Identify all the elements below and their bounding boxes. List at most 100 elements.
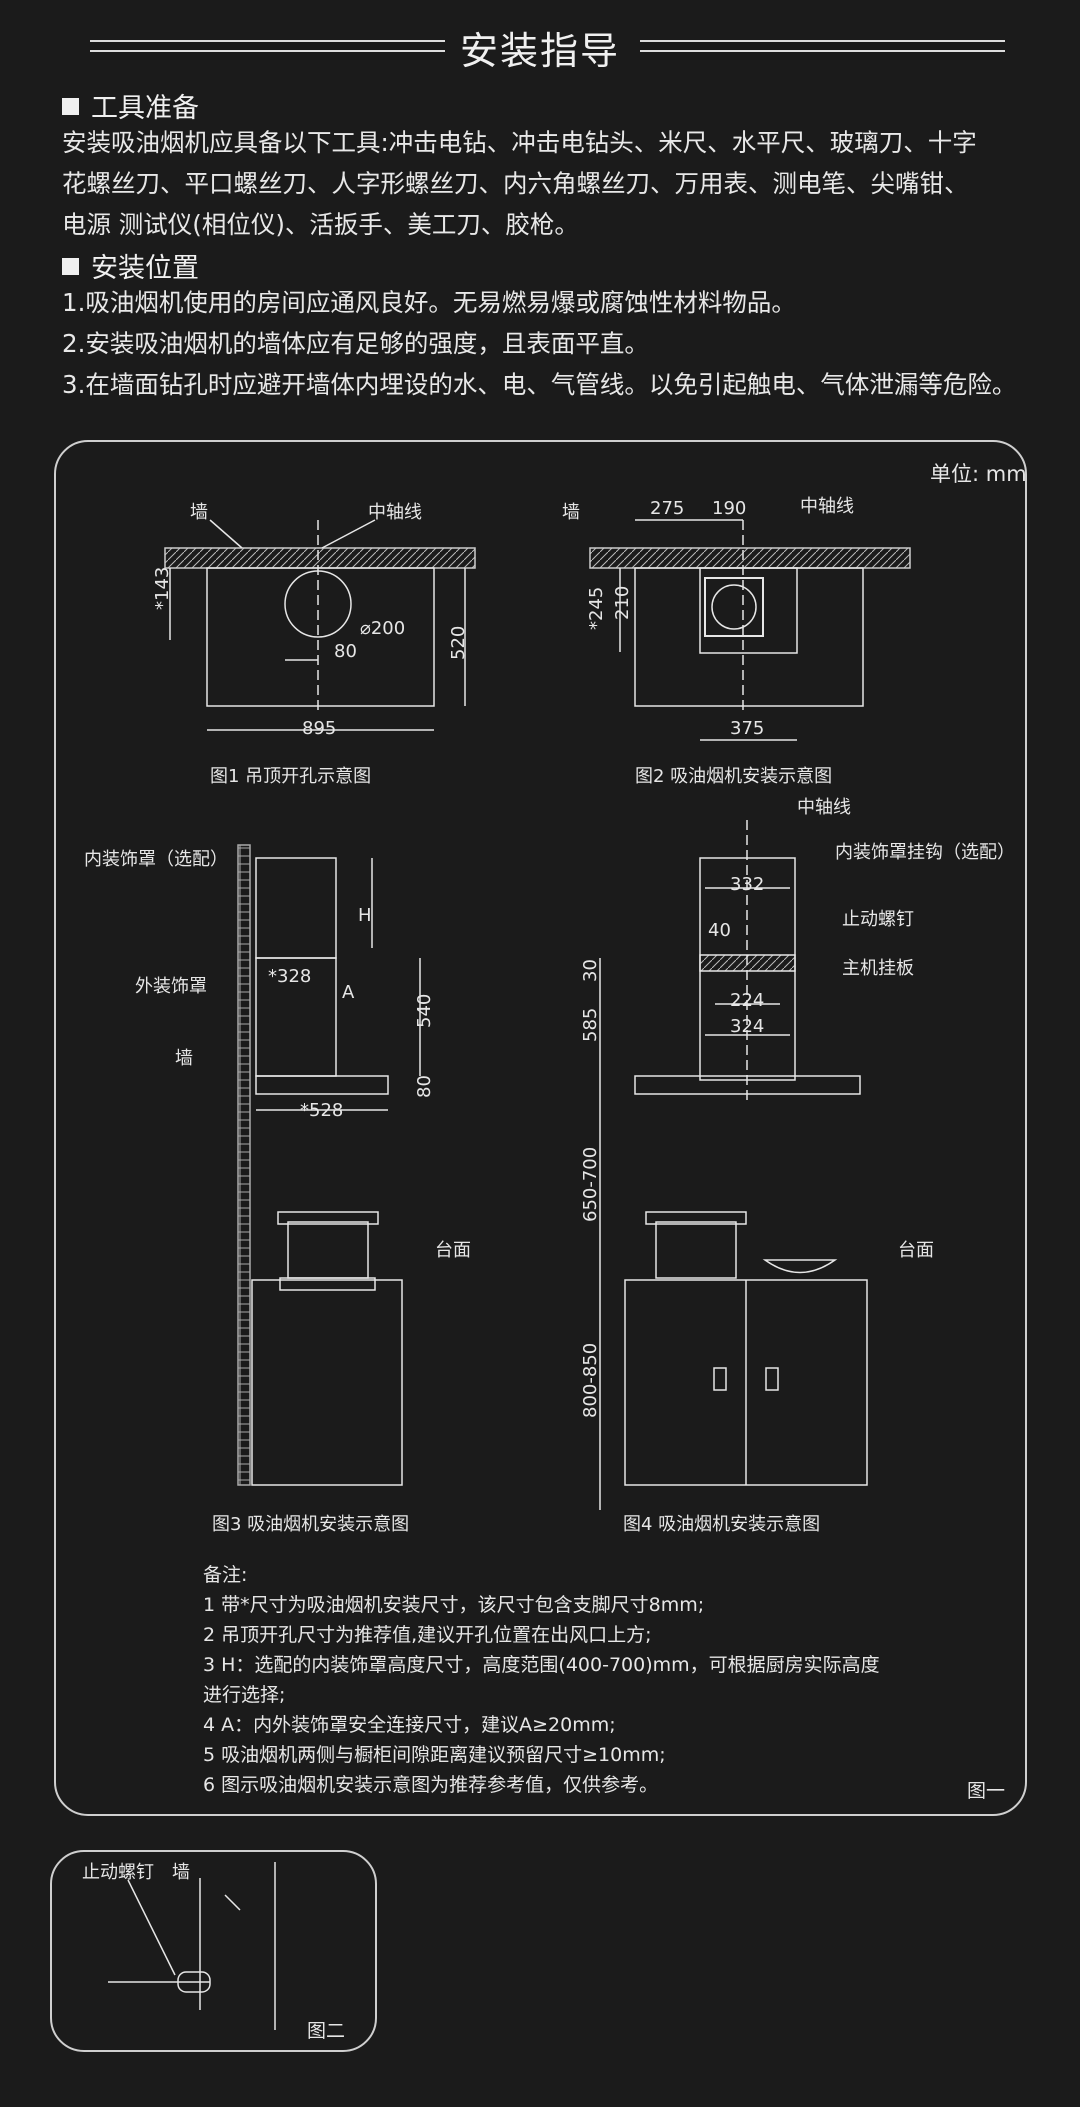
leader-line [321,519,376,549]
note-line: 3 H：选配的内装饰罩高度尺寸，高度范围(400-700)mm，可根据厨房实际高… [203,1654,880,1676]
cabinet [251,1279,403,1486]
leader-line [209,519,243,549]
position-text: 1.吸油烟机使用的房间应通风良好。无易燃易爆或腐蚀性材料物品。 2.安装吸油烟机… [62,282,1042,405]
fig2-axis-label: 中轴线 [800,496,854,517]
note-line: 6 图示吸油烟机安装示意图为推荐参考值，仅供参考。 [203,1774,659,1796]
fig3-counter-label: 台面 [435,1240,471,1261]
fig4-screw-label: 止动螺钉 [842,909,914,930]
detail-figure [108,1862,276,2030]
fig3-h: H [358,905,372,926]
notes-block: 备注: 1 带*尺寸为吸油烟机安装尺寸，该尺寸包含支脚尺寸8mm; 2 吊顶开孔… [203,1560,1003,1800]
unit-label: 单位: mm [930,462,1027,486]
tools-line: 安装吸油烟机应具备以下工具:冲击电钻、冲击电钻头、米尺、水平尺、玻璃刀、十字 [62,128,977,157]
cabinet-outline [699,567,798,654]
fig1-wall-label: 墙 [190,502,208,523]
detail-wall-label: 墙 [172,1862,190,1883]
fan-circle [711,584,757,630]
fig4-hook-label: 内装饰罩挂钩（选配） [835,842,1015,863]
fig2-dim-245: *245 [586,586,607,630]
detail-anchor [177,1971,211,1993]
cabinet-handle [765,1367,779,1391]
note-line: 5 吸油烟机两侧与橱柜间隙距离建议预留尺寸≥10mm; [203,1744,666,1766]
wok [762,1259,838,1274]
leader-line [224,1894,241,1911]
fig2-dim-210: 210 [612,585,633,620]
note-line: 1 带*尺寸为吸油烟机安装尺寸，该尺寸包含支脚尺寸8mm; [203,1594,705,1616]
tools-text: 安装吸油烟机应具备以下工具:冲击电钻、冲击电钻头、米尺、水平尺、玻璃刀、十字 花… [62,122,1042,245]
ceiling-slab [589,547,911,569]
tools-heading: 工具准备 [62,86,199,125]
fig4-dim-40: 40 [708,920,731,941]
fig3-inner-label: 内装饰罩（选配） [84,849,228,870]
header-rule-right [640,40,1005,52]
header-rule-left [90,40,445,52]
fig1-dim-143: *143 [152,566,173,610]
fan-motor [704,577,764,637]
position-item: 2.安装吸油烟机的墙体应有足够的强度，且表面平直。 [62,329,649,358]
note-line: 2 吊顶开孔尺寸为推荐值,建议开孔位置在出风口上方; [203,1624,652,1646]
hood-outline [206,567,435,707]
burner [279,1277,376,1291]
cabinet-handle [713,1367,727,1391]
fig3-a: A [342,982,355,1003]
figure-2 [589,519,911,741]
fig4-plate-label: 主机挂板 [842,958,914,979]
tools-line: 花螺丝刀、平口螺丝刀、人字形螺丝刀、内六角螺丝刀、万用表、测电笔、尖嘴钳、 [62,169,969,198]
note-line: 进行选择; [203,1684,286,1706]
fig1-caption: 图1 吊顶开孔示意图 [210,766,372,787]
figure-label-1: 图一 [967,1780,1006,1802]
pot [287,1221,369,1279]
note-line: 备注: [203,1564,248,1586]
fig3-dim-540: 540 [414,993,435,1028]
fig2-caption: 图2 吸油烟机安装示意图 [635,766,833,787]
detail-screw-label: 止动螺钉 [82,1862,154,1883]
fig3-caption: 图3 吸油烟机安装示意图 [212,1514,410,1535]
fig3-dim-80: 80 [414,1075,435,1098]
position-heading: 安装位置 [62,246,199,285]
page-header: 安装指导 [0,14,1080,74]
fig4-dim-30: 30 [580,959,601,982]
fig4-dim-224: 224 [730,990,765,1011]
fig1-dim-80: 80 [334,641,357,662]
pot-lid [645,1211,747,1225]
fig2-dim-375: 375 [730,718,765,739]
page-title: 安装指导 [459,29,620,73]
inner-cover [255,857,337,959]
fig1-dim-520: 520 [448,625,469,660]
diagram-panel [54,440,1027,1816]
fig1-dim-895: 895 [302,718,337,739]
fig3-wall-label: 墙 [175,1048,193,1069]
fig4-dim-324: 324 [730,1016,765,1037]
fig3-dim-528: *528 [300,1100,344,1121]
fig2-dim-190: 190 [712,498,747,519]
ceiling-slab [164,547,476,569]
pot-lid [277,1211,379,1225]
leader-line [127,1879,176,1976]
square-bullet-icon [62,258,79,275]
fig2-wall-label: 墙 [562,502,580,523]
fig4-axis-label: 中轴线 [797,797,851,818]
fig1-axis-label: 中轴线 [368,502,422,523]
fig1-dim-200: ⌀200 [360,618,406,639]
fig3-dim-328: *328 [268,966,312,987]
fig4-dim-332: 332 [730,874,765,895]
hood-body [255,1075,389,1095]
brick-wall [237,844,251,1486]
fig4-dim-650: 650-700 [580,1146,601,1222]
fig2-dim-275: 275 [650,498,685,519]
fig4-caption: 图4 吸油烟机安装示意图 [623,1514,821,1535]
figure-4 [599,820,868,1510]
note-line: 4 A：内外装饰罩安全连接尺寸，建议A≥20mm; [203,1714,616,1736]
square-bullet-icon [62,98,79,115]
fig4-dim-585: 585 [580,1007,601,1042]
fig3-outer-label: 外装饰罩 [135,976,207,997]
figure-label-2: 图二 [307,2020,346,2042]
position-item: 1.吸油烟机使用的房间应通风良好。无易燃易爆或腐蚀性材料物品。 [62,288,796,317]
figure-3 [237,844,421,1486]
detail-panel [50,1850,377,2052]
pot [655,1221,737,1279]
figure-1 [164,519,476,731]
fig4-counter-label: 台面 [898,1240,934,1261]
fig4-dim-800: 800-850 [580,1342,601,1418]
